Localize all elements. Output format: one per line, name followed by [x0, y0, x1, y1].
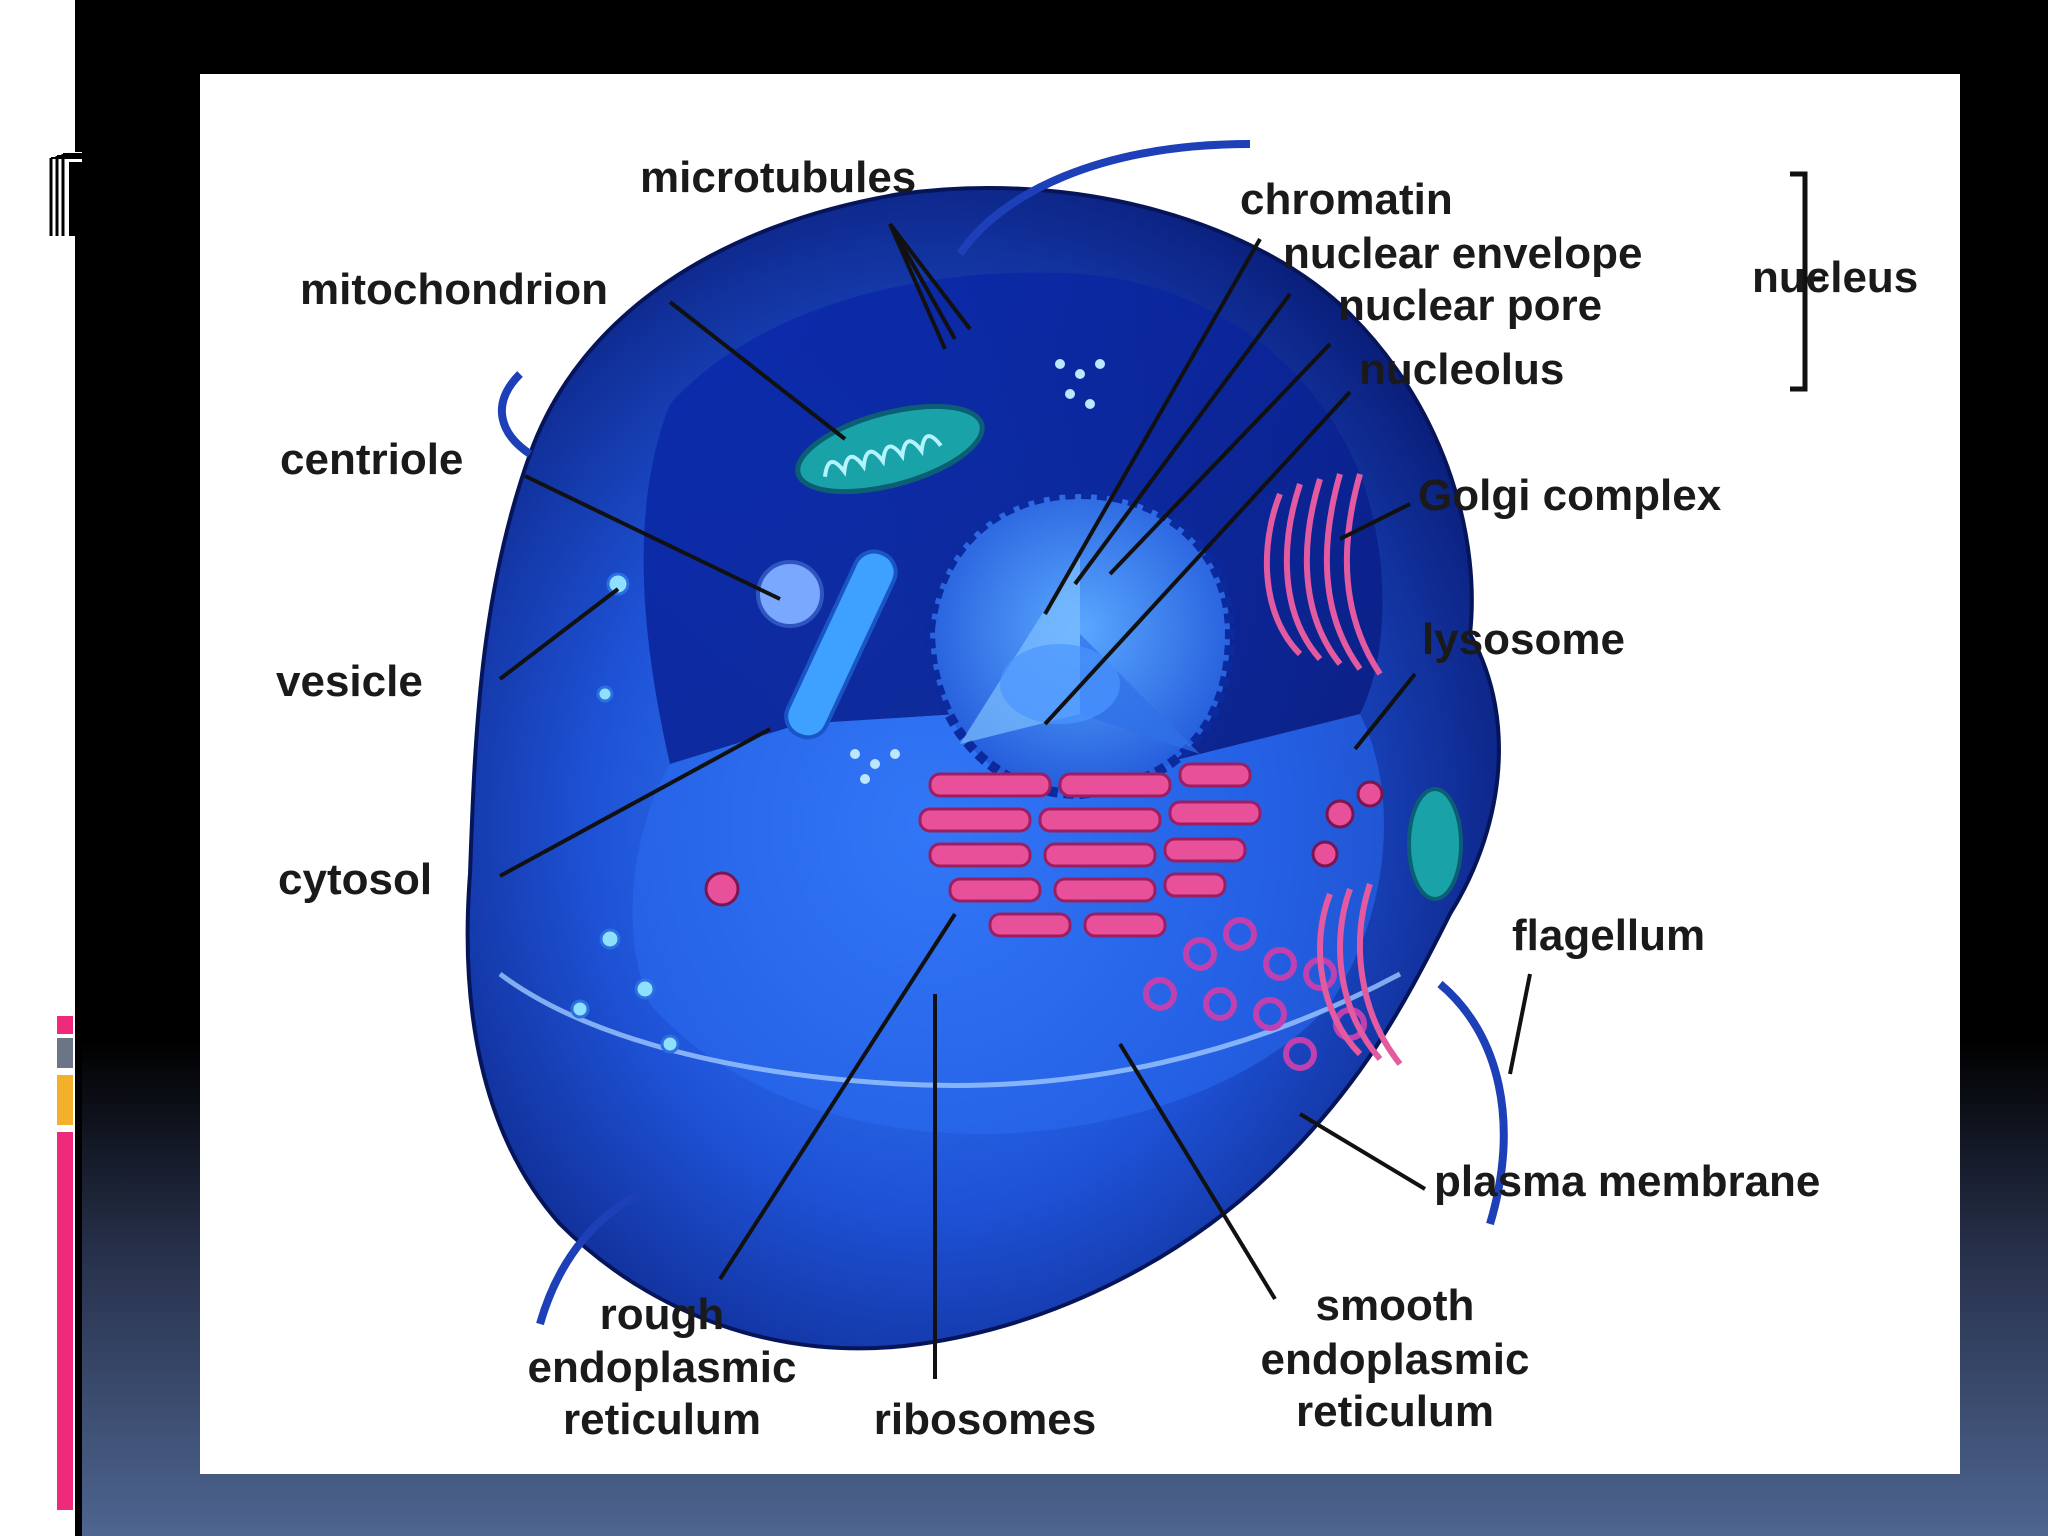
leader-lysosome	[1353, 672, 1417, 751]
leader-nuclear-envelope	[1073, 292, 1292, 586]
label-lysosome: lysosome	[1422, 615, 1625, 664]
label-nucleolus: nucleolus	[1359, 345, 1564, 394]
mitochondrion-structure-2	[1407, 787, 1463, 901]
label-smooth-er-1: smooth	[1316, 1281, 1475, 1330]
leader-smooth-er	[1118, 1042, 1277, 1301]
leader-nucleolus	[1043, 390, 1352, 726]
nucleus	[924, 488, 1236, 800]
label-rough-er-3: reticulum	[563, 1395, 761, 1444]
leader-golgi	[1339, 502, 1411, 541]
leader-nuclear-pore	[1108, 342, 1332, 576]
vesicles	[570, 572, 680, 1054]
label-microtubules: microtubules	[640, 153, 916, 202]
labels: microtubules mitochondrion centriole ves…	[276, 153, 1918, 1444]
slide-left-strip-edge	[75, 0, 82, 1536]
label-nuclear-pore: nuclear pore	[1338, 281, 1602, 330]
accent-bar-pink-long	[57, 1132, 73, 1510]
label-nucleus: nucleus	[1752, 253, 1918, 302]
label-mitochondrion: mitochondrion	[300, 265, 608, 314]
golgi-structure-2	[1317, 883, 1403, 1066]
leader-flagellum	[1508, 973, 1532, 1075]
leader-microtubules-3	[888, 223, 947, 350]
lysosomes	[704, 780, 1384, 907]
accent-bar-gold	[57, 1075, 73, 1125]
animal-cell-diagram: microtubules mitochondrion centriole ves…	[276, 140, 1918, 1444]
cell-diagram-panel: microtubules mitochondrion centriole ves…	[200, 74, 1960, 1474]
label-ribosomes: ribosomes	[874, 1395, 1097, 1444]
leader-microtubules	[888, 223, 957, 340]
label-chromatin: chromatin	[1240, 175, 1453, 224]
leader-chromatin	[1043, 238, 1262, 615]
stacked-papers-icon	[48, 152, 82, 236]
leader-microtubules-2	[888, 222, 972, 331]
accent-bar-pink-small	[57, 1016, 73, 1034]
leader-rough-er	[718, 912, 957, 1281]
nucleus-bracket	[1790, 171, 1825, 392]
accent-bar-gray	[57, 1038, 73, 1068]
leader-lines	[498, 222, 1532, 1379]
label-plasma-membrane: plasma membrane	[1434, 1157, 1820, 1206]
label-rough-er-1: rough	[600, 1290, 725, 1339]
label-vesicle: vesicle	[276, 657, 423, 706]
label-cytosol: cytosol	[278, 855, 432, 904]
label-flagellum: flagellum	[1512, 911, 1705, 960]
label-rough-er-2: endoplasmic	[528, 1343, 797, 1392]
label-smooth-er-3: reticulum	[1296, 1387, 1494, 1436]
leader-centriole	[524, 474, 781, 601]
mitochondrion-structure	[795, 403, 985, 495]
flagellum-strands	[498, 140, 1508, 1326]
golgi-structure	[1263, 473, 1383, 676]
label-nuclear-envelope: nuclear envelope	[1283, 229, 1642, 278]
label-centriole: centriole	[280, 435, 463, 484]
leader-cytosol	[499, 727, 771, 878]
centriole-structure	[756, 549, 898, 740]
leader-mitochondrion	[668, 300, 847, 441]
leader-vesicle	[498, 587, 620, 681]
label-golgi-complex: Golgi complex	[1418, 471, 1722, 520]
label-smooth-er-2: endoplasmic	[1261, 1335, 1530, 1384]
rough-er-structure	[918, 762, 1262, 938]
cell-body	[465, 185, 1501, 1351]
leader-plasma-membrane	[1298, 1112, 1427, 1191]
ribosome-dots	[850, 359, 1105, 784]
